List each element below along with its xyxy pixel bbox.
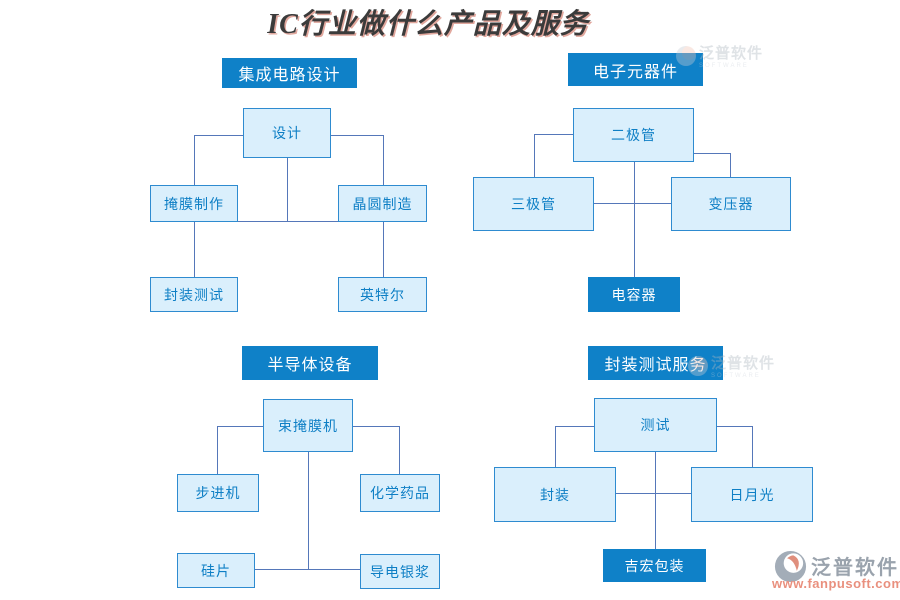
connector-line [694, 153, 730, 154]
connector-line [331, 135, 383, 136]
connector-line [217, 426, 218, 474]
connector-line [752, 426, 753, 467]
connector-line [194, 222, 195, 277]
connector-line [217, 426, 263, 427]
connector-line [238, 221, 338, 222]
node-stepper: 步进机 [177, 474, 259, 512]
connector-line [555, 426, 594, 427]
connector-line [555, 426, 556, 467]
fanpusoft-url: www.fanpusoft.com [772, 576, 900, 591]
node-testing: 测试 [594, 398, 717, 452]
connector-line [717, 426, 752, 427]
connector-line [194, 135, 243, 136]
connector-line [655, 452, 656, 549]
node-ase: 日月光 [691, 467, 813, 522]
connector-line [534, 134, 535, 177]
connector-line [353, 426, 399, 427]
node-conductive-silver-paste: 导电银浆 [360, 554, 440, 589]
fanpusoft-logo-text: 泛普软件 [811, 557, 899, 579]
node-transformer: 变压器 [671, 177, 791, 231]
node-capacitor: 电容器 [588, 277, 680, 312]
connector-line [383, 222, 384, 277]
node-silicon-wafer: 硅片 [177, 553, 255, 588]
connector-line [399, 426, 400, 474]
node-intel: 英特尔 [338, 277, 427, 312]
connector-line [634, 162, 635, 277]
connector-line [255, 569, 360, 570]
connector-line [383, 135, 384, 185]
node-jihong-packaging: 吉宏包装 [603, 549, 706, 582]
watermark-subtext: SOFTWARE [699, 63, 749, 69]
node-diode: 二极管 [573, 108, 694, 162]
page-title: IC行业做什么产品及服务 [267, 9, 589, 40]
connector-line [534, 134, 573, 135]
group-header-electronic-components: 电子元器件 [568, 53, 703, 86]
connector-line [616, 493, 691, 494]
node-mask-making: 掩膜制作 [150, 185, 238, 222]
connector-line [287, 158, 288, 221]
node-package-test: 封装测试 [150, 277, 238, 312]
connector-line [308, 452, 309, 569]
node-chemicals: 化学药品 [360, 474, 440, 512]
group-header-ic-design: 集成电路设计 [222, 58, 357, 88]
fanpusoft-logo-icon [774, 550, 807, 583]
node-triode: 三极管 [473, 177, 594, 231]
node-mask-aligner: 束掩膜机 [263, 399, 353, 452]
node-packaging: 封装 [494, 467, 616, 522]
connector-line [730, 153, 731, 177]
group-header-semiconductor-equipment: 半导体设备 [242, 346, 378, 380]
node-design: 设计 [243, 108, 331, 158]
connector-line [194, 135, 195, 185]
watermark-text: 泛普软件 [699, 45, 764, 62]
connector-line [594, 203, 671, 204]
group-header-package-test-services: 封装测试服务 [588, 346, 723, 380]
node-wafer-manufacturing: 晶圆制造 [338, 185, 427, 222]
